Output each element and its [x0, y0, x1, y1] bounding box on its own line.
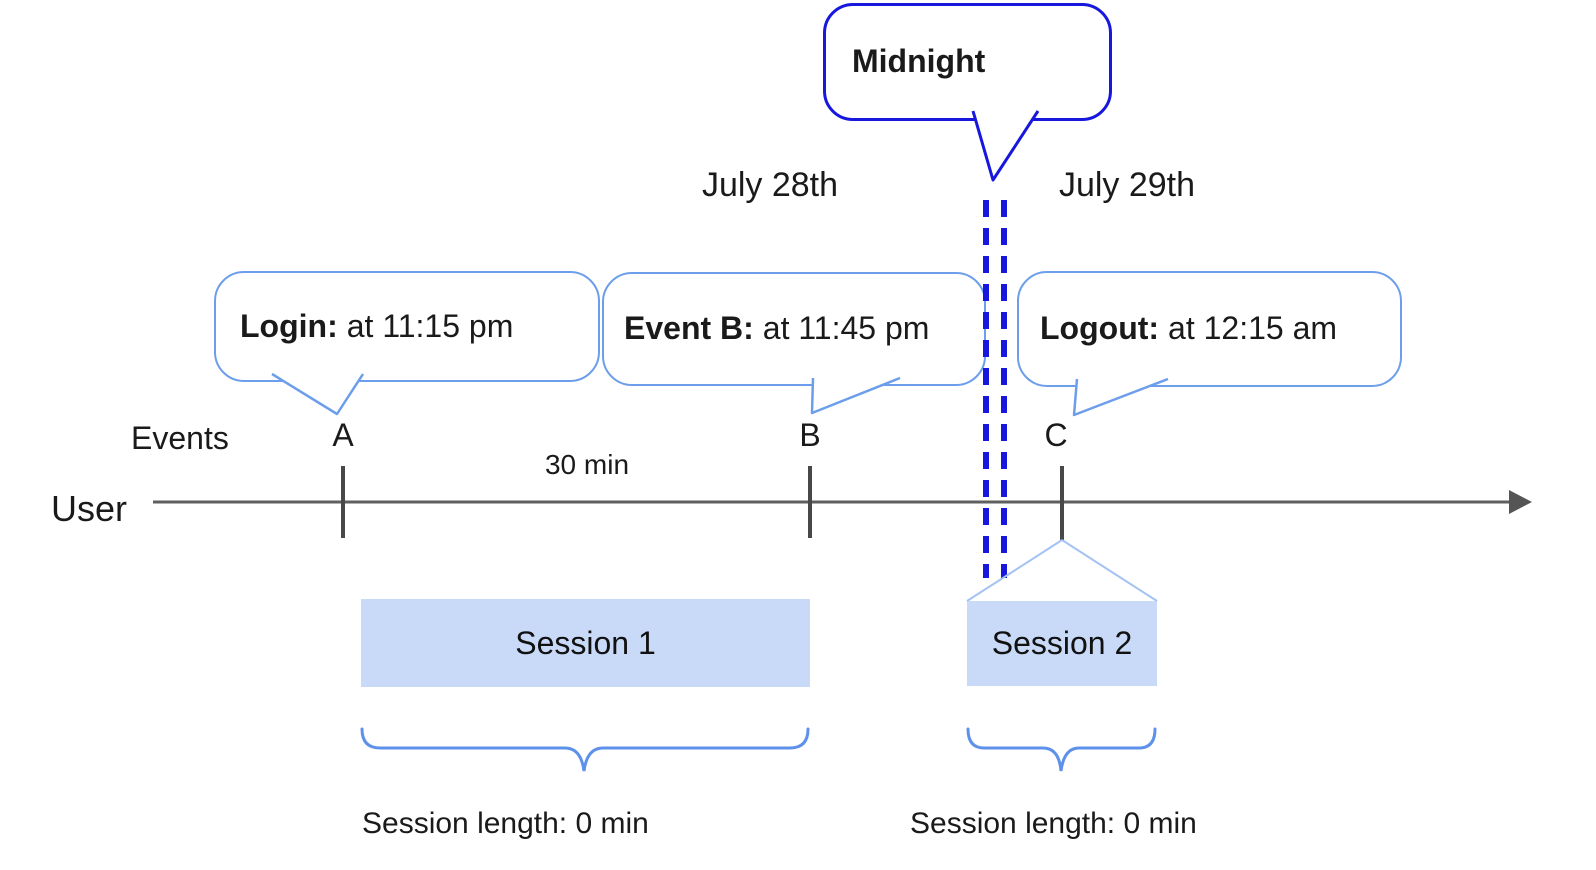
login-bubble-keyword: Login:	[240, 307, 338, 344]
event-marker-c: C	[1044, 417, 1068, 453]
session-2-length-label: Session length: 0 min	[910, 807, 1197, 840]
logout-bubble: Logout: at 12:15 am	[1017, 271, 1402, 387]
date-label-july-28: July 28th	[701, 166, 839, 204]
session-1-length-label: Session length: 0 min	[362, 807, 649, 840]
session-1-box: Session 1	[361, 599, 810, 687]
logout-bubble-text: at 12:15 am	[1168, 310, 1338, 347]
interval-label-30min: 30 min	[544, 449, 630, 480]
login-bubble: Login: at 11:15 pm	[214, 271, 600, 382]
session-1-label: Session 1	[515, 624, 656, 661]
session-2-label: Session 2	[991, 625, 1133, 661]
logout-bubble-keyword: Logout:	[1040, 310, 1160, 347]
timeline-arrowhead-icon	[1509, 490, 1532, 514]
login-bubble-text: at 11:15 pm	[346, 307, 514, 344]
session-1-brace	[360, 727, 810, 772]
midnight-bubble-tail	[971, 110, 1040, 182]
session-2-box: Session 2	[967, 601, 1157, 686]
session-2-connector-lines	[966, 539, 1158, 602]
midnight-bubble: Midnight	[823, 3, 1112, 121]
date-label-july-29: July 29th	[1058, 166, 1196, 204]
events-axis-label: Events	[131, 420, 229, 456]
user-axis-label: User	[51, 488, 128, 529]
event-b-bubble-text: at 11:45 pm	[762, 310, 930, 347]
event-b-bubble-keyword: Event B:	[624, 310, 754, 347]
event-marker-a: A	[332, 417, 354, 453]
event-marker-b: B	[799, 417, 821, 453]
midnight-bubble-label: Midnight	[852, 43, 986, 80]
event-b-bubble: Event B: at 11:45 pm	[602, 272, 986, 386]
session-2-brace	[966, 727, 1157, 772]
